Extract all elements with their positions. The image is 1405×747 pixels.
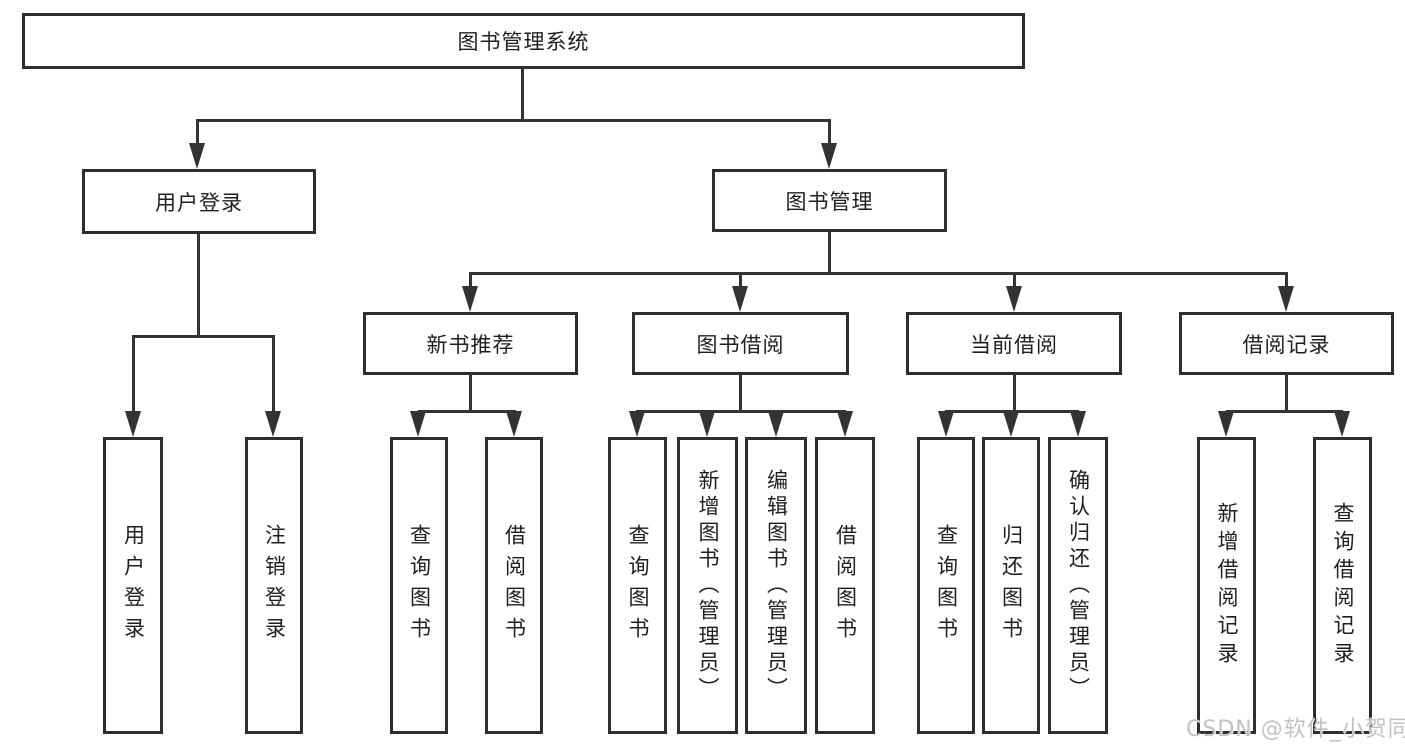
connector-line — [1285, 375, 1288, 413]
connector-line — [636, 410, 846, 413]
arrowhead-down-icon — [732, 286, 748, 312]
leaf-bb-query-books: 查询图书 — [608, 437, 667, 734]
connector-line — [828, 232, 831, 275]
leaf-bb-query-books-label: 查询图书 — [626, 523, 650, 648]
leaf-logout-login-label: 注销登录 — [262, 523, 287, 648]
leaf-bb-edit-books-admin-label: 编辑图书（管理员） — [764, 468, 789, 703]
connector-line — [521, 69, 524, 122]
arrowhead-down-icon — [1003, 411, 1019, 437]
leaf-cb-return-books: 归还图书 — [982, 437, 1040, 734]
arrowhead-down-icon — [768, 411, 784, 437]
connector-line — [1226, 410, 1343, 413]
leaf-br-add-record-label: 新增借阅记录 — [1215, 501, 1239, 670]
node-root: 图书管理系统 — [22, 13, 1025, 69]
arrowhead-down-icon — [821, 143, 837, 169]
connector-line — [197, 234, 200, 338]
arrowhead-down-icon — [1218, 411, 1234, 437]
connector-line — [196, 119, 199, 146]
leaf-nbr-borrow-books: 借阅图书 — [485, 437, 543, 734]
node-user-login: 用户登录 — [82, 169, 316, 234]
arrowhead-down-icon — [699, 411, 715, 437]
leaf-cb-return-books-label: 归还图书 — [999, 523, 1024, 648]
leaf-br-query-record-label: 查询借阅记录 — [1331, 501, 1355, 670]
node-new-book-recommend: 新书推荐 — [363, 312, 578, 375]
connector-line — [418, 410, 516, 413]
leaf-br-add-record: 新增借阅记录 — [1197, 437, 1256, 734]
leaf-cb-confirm-return-admin: 确认归还（管理员） — [1048, 437, 1108, 734]
leaf-user-login-label: 用户登录 — [121, 523, 146, 648]
leaf-br-query-record: 查询借阅记录 — [1313, 437, 1372, 734]
node-book-borrow-label: 图书借阅 — [696, 332, 785, 357]
node-book-management: 图书管理 — [712, 169, 947, 232]
connector-line — [469, 272, 472, 290]
leaf-nbr-query-books: 查询图书 — [390, 437, 448, 734]
connector-line — [272, 335, 275, 415]
arrowhead-down-icon — [1334, 411, 1350, 437]
node-new-book-recommend-label: 新书推荐 — [426, 332, 515, 357]
leaf-logout-login: 注销登录 — [245, 437, 303, 734]
arrowhead-down-icon — [410, 411, 426, 437]
connector-line — [469, 272, 1288, 275]
leaf-bb-edit-books-admin: 编辑图书（管理员） — [745, 437, 807, 734]
arrowhead-down-icon — [462, 286, 478, 312]
connector-line — [197, 119, 831, 122]
connector-line — [132, 335, 135, 415]
arrowhead-down-icon — [837, 411, 853, 437]
leaf-bb-add-books-admin-label: 新增图书（管理员） — [696, 468, 720, 703]
arrowhead-down-icon — [629, 411, 645, 437]
arrowhead-down-icon — [1070, 411, 1086, 437]
node-current-borrow: 当前借阅 — [906, 312, 1122, 375]
connector-line — [1013, 375, 1016, 413]
leaf-cb-query-books-label: 查询图书 — [934, 523, 959, 648]
node-current-borrow-label: 当前借阅 — [970, 332, 1058, 357]
leaf-nbr-borrow-books-label: 借阅图书 — [502, 523, 527, 648]
arrowhead-down-icon — [506, 411, 522, 437]
connector-line — [828, 119, 831, 146]
arrowhead-down-icon — [1278, 286, 1294, 312]
leaf-nbr-query-books-label: 查询图书 — [407, 523, 432, 648]
arrowhead-down-icon — [1006, 286, 1022, 312]
connector-line — [739, 272, 742, 290]
node-root-label: 图书管理系统 — [457, 30, 590, 54]
connector-line — [132, 335, 275, 338]
leaf-user-login: 用户登录 — [103, 437, 163, 734]
leaf-cb-query-books: 查询图书 — [917, 437, 975, 734]
leaf-bb-add-books-admin: 新增图书（管理员） — [677, 437, 738, 734]
arrowhead-down-icon — [189, 143, 205, 169]
node-book-borrow: 图书借阅 — [632, 312, 849, 375]
connector-line — [1013, 272, 1016, 290]
arrowhead-down-icon — [938, 411, 954, 437]
leaf-bb-borrow-books: 借阅图书 — [815, 437, 875, 734]
connector-line — [739, 375, 742, 413]
node-borrow-records-label: 借阅记录 — [1242, 332, 1331, 357]
leaf-cb-confirm-return-admin-label: 确认归还（管理员） — [1066, 468, 1091, 703]
node-user-login-label: 用户登录 — [155, 190, 243, 215]
leaf-bb-borrow-books-label: 借阅图书 — [833, 523, 858, 648]
node-book-management-label: 图书管理 — [785, 189, 874, 214]
csdn-watermark: CSDN @软件_小贺同学 — [1186, 717, 1405, 742]
arrowhead-down-icon — [125, 411, 141, 437]
node-borrow-records: 借阅记录 — [1179, 312, 1394, 375]
connector-line — [469, 375, 472, 413]
connector-line — [1285, 272, 1288, 290]
arrowhead-down-icon — [265, 411, 281, 437]
